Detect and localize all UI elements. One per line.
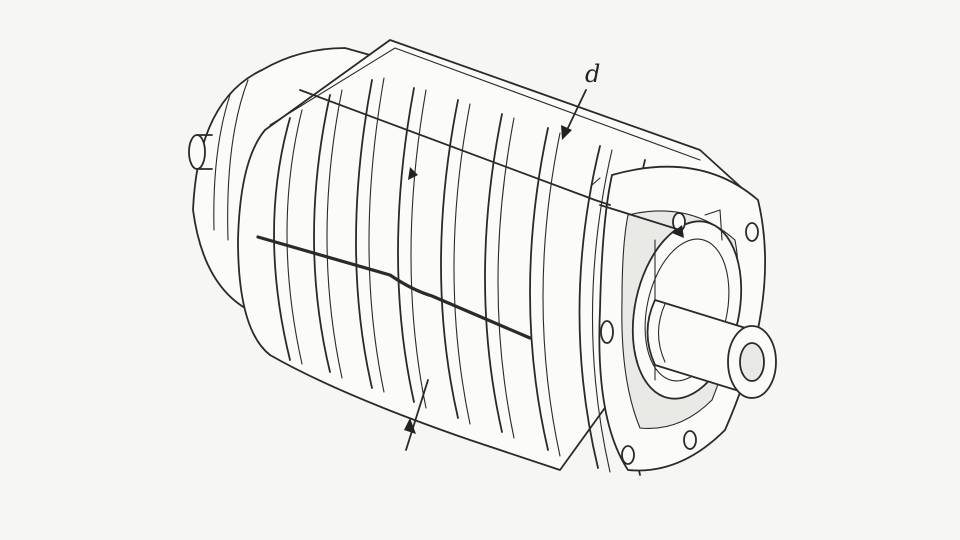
top-seam <box>264 39 701 161</box>
arrowhead <box>561 125 572 140</box>
left-shaft-stub <box>188 134 213 170</box>
section-lines <box>256 89 611 340</box>
annotation-d: d <box>585 60 600 88</box>
bolt-hole <box>745 222 759 242</box>
bolt-hole <box>621 445 635 465</box>
output-shaft <box>646 299 777 399</box>
arrowhead <box>404 418 416 434</box>
arrowhead <box>408 167 418 180</box>
leader-arrows <box>404 89 684 451</box>
bolt-hole <box>600 320 614 344</box>
bolt-hole <box>683 430 697 450</box>
leader-line-d <box>565 89 587 133</box>
arrowhead <box>672 225 684 238</box>
tick-mark <box>591 177 601 186</box>
bolt-holes <box>600 212 759 465</box>
leader-line-bottom <box>405 379 429 451</box>
leader-line-right <box>599 204 681 231</box>
